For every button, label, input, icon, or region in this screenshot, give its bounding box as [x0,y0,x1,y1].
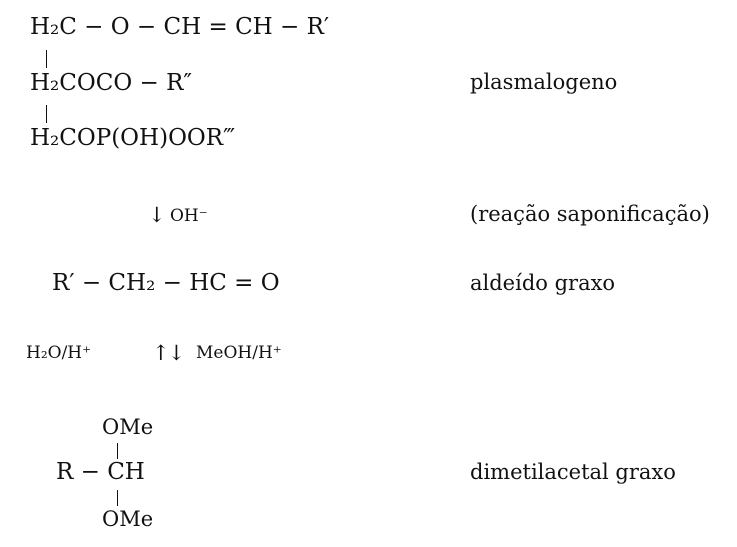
acetal-top-ome: OMe [102,415,154,439]
aldehyde-label: aldeído graxo [470,271,616,295]
equilibrium-arrows: ↑↓ [152,341,185,365]
acetal-middle: R − CH [56,459,145,485]
plasmalogen-line-1: H₂C − O − CH = CH − R′ [30,14,330,40]
equilibrium-left-reagent: H₂O/H⁺ [26,343,92,363]
aldehyde-formula: R′ − CH₂ − HC = O [52,270,280,296]
saponification-label: (reação saponificação) [470,202,710,226]
bond-ome-bottom [117,490,119,506]
equilibrium-right-reagent: MeOH/H⁺ [196,343,282,363]
saponification-reagent: OH⁻ [170,206,208,226]
bond-line-1-2 [46,50,48,68]
saponification-arrow: ↓ [148,203,166,227]
acetal-label: dimetilacetal graxo [470,460,676,484]
plasmalogen-line-3: H₂COP(OH)OOR‴ [30,125,236,151]
bond-ome-top [117,443,119,459]
plasmalogen-label: plasmalogeno [470,70,618,94]
acetal-bottom-ome: OMe [102,507,154,531]
plasmalogen-line-2: H₂COCO − R″ [30,70,192,96]
bond-line-2-3 [46,105,48,123]
